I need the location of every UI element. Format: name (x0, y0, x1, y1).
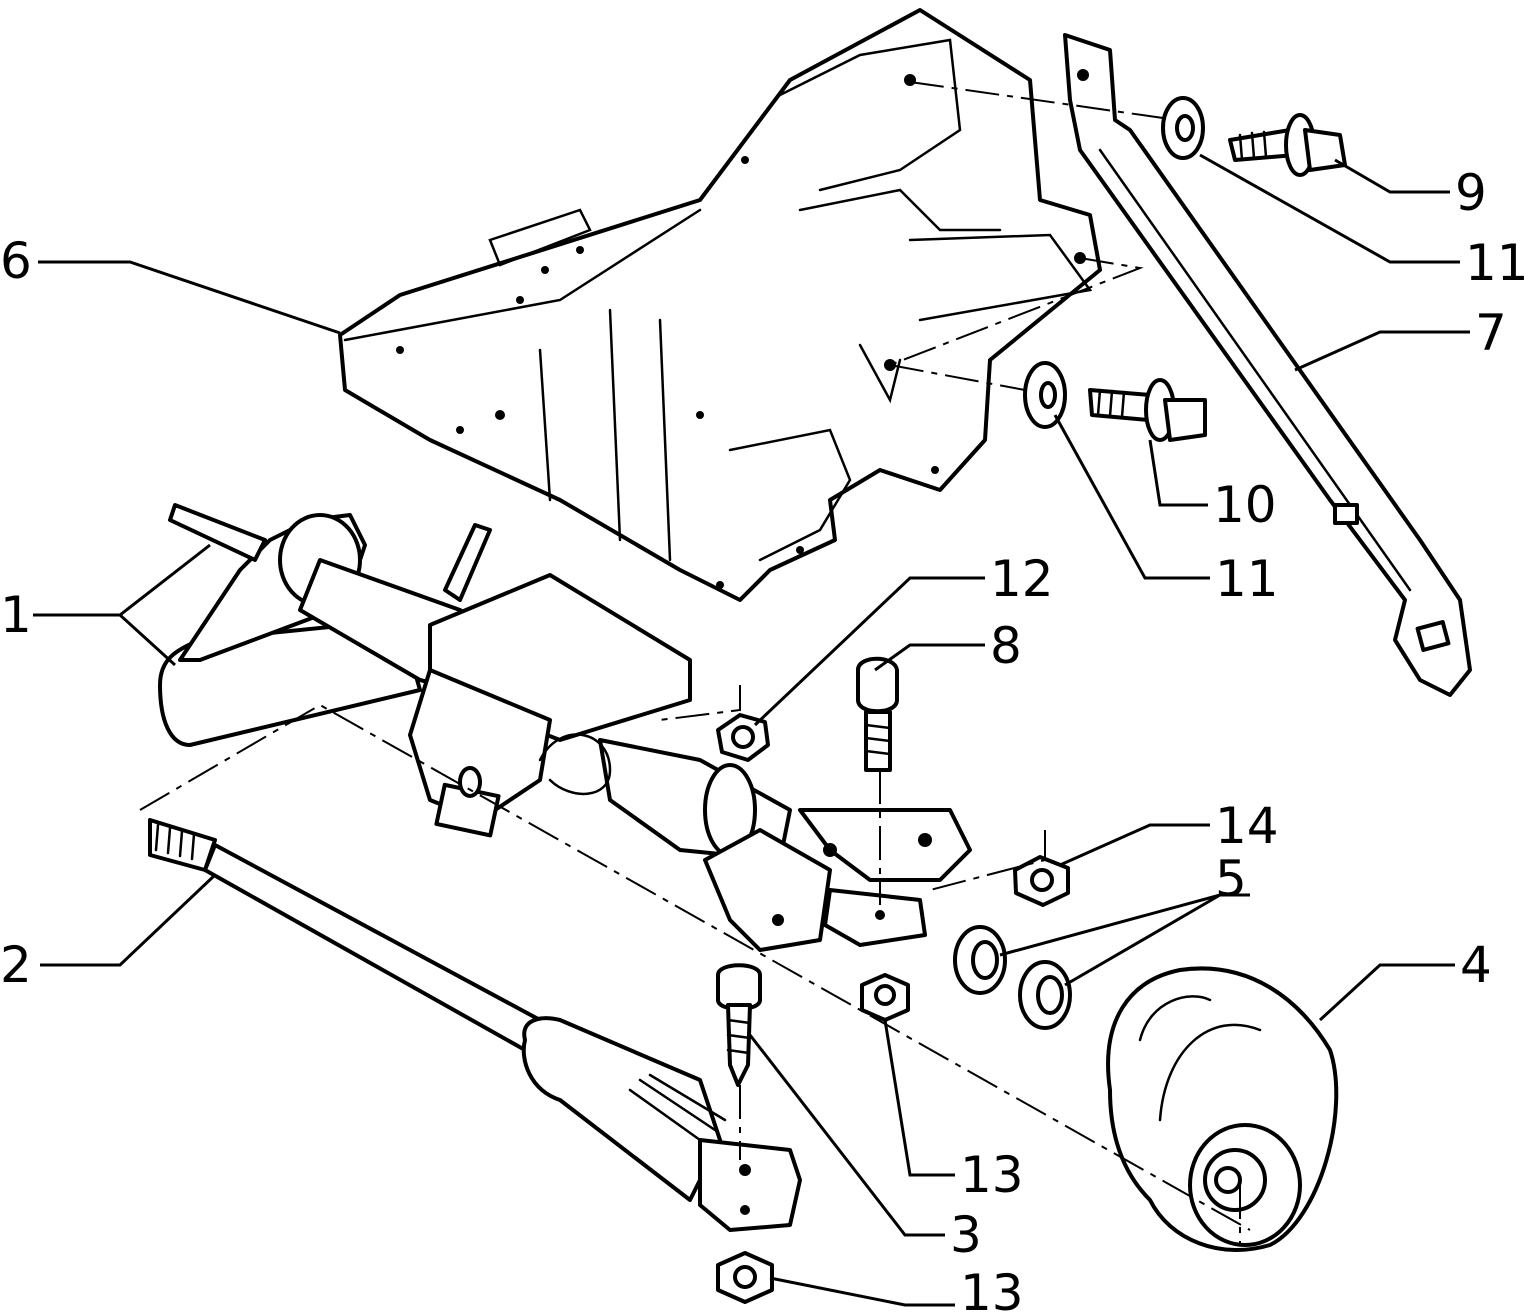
part-5-bushings (953, 925, 1072, 1030)
callout-13-lower: 13 (960, 1264, 1024, 1313)
callout-2: 2 (0, 936, 32, 994)
callout-labels: 1 2 3 4 5 6 7 8 9 10 11 11 12 13 13 14 (0, 164, 1524, 1313)
part-3-bolt (716, 963, 762, 1087)
callout-12: 12 (990, 550, 1054, 608)
part-4-grommet-boot (1106, 966, 1339, 1252)
callout-6: 6 (0, 232, 32, 290)
part-12-nut (716, 713, 770, 762)
part-13-nut-upper (860, 973, 910, 1022)
part-13-nut-lower (716, 1251, 774, 1304)
callout-11-upper: 11 (1465, 234, 1524, 292)
callout-leader-lines (33, 153, 1470, 1307)
callout-5: 5 (1215, 850, 1247, 908)
part-8-bolt (856, 656, 899, 772)
assembly-axis-lines (139, 81, 1251, 1245)
part-11-washer-upper (1161, 96, 1205, 160)
callout-8: 8 (990, 617, 1022, 675)
callout-3: 3 (950, 1206, 982, 1264)
callout-13-upper: 13 (960, 1146, 1024, 1204)
callout-1: 1 (0, 586, 32, 644)
callout-10: 10 (1213, 476, 1277, 534)
part-7-brace-rod (1063, 33, 1472, 697)
part-14-nut (1013, 855, 1070, 907)
callout-4: 4 (1460, 936, 1492, 994)
callout-7: 7 (1475, 304, 1507, 362)
part-11-washer-lower (1023, 361, 1067, 429)
callout-11-lower: 11 (1215, 550, 1279, 608)
part-6-support-bracket (338, 8, 1102, 602)
part-1-steering-column (158, 503, 972, 952)
callout-14: 14 (1215, 797, 1279, 855)
part-9-bolt-upper (1228, 113, 1347, 177)
part-10-bolt-lower (1088, 378, 1207, 442)
part-2-intermediate-shaft (148, 818, 802, 1232)
callout-9: 9 (1455, 164, 1487, 222)
